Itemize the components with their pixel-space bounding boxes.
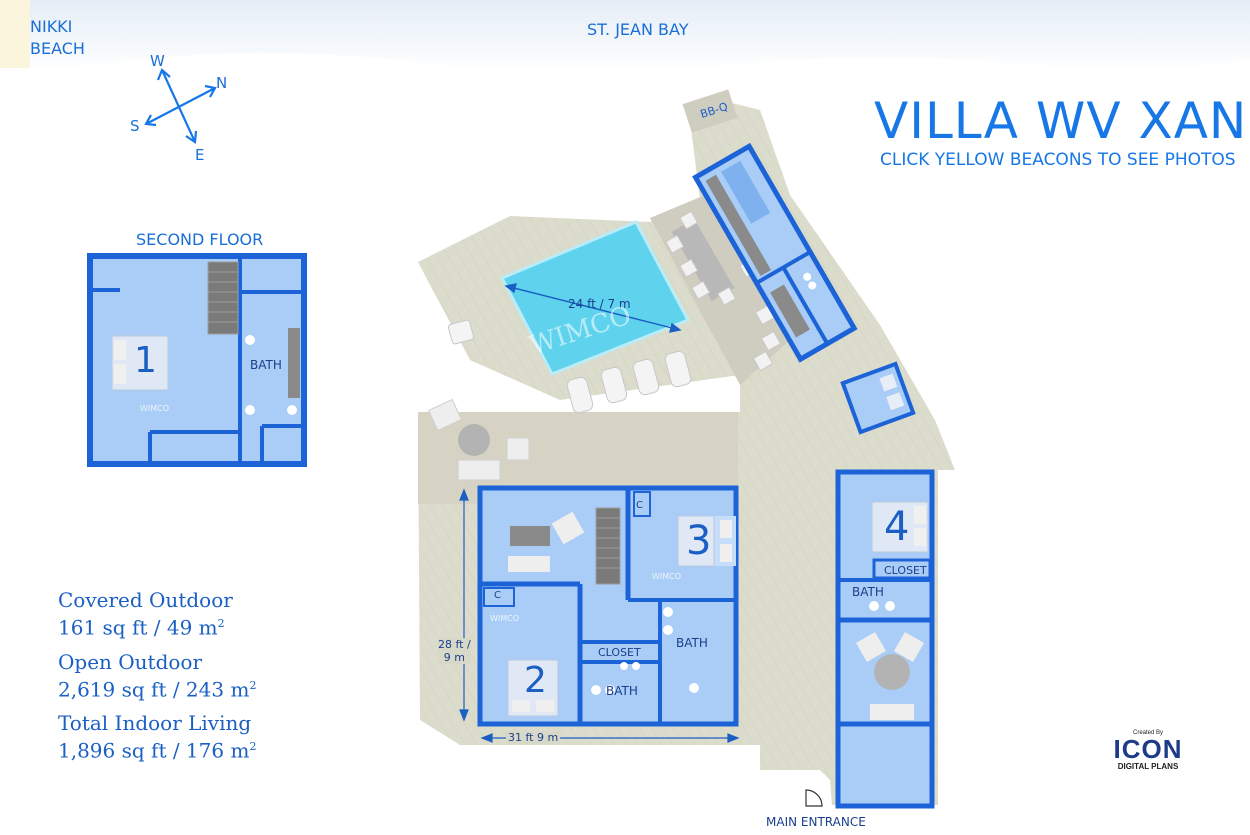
entrance-door-icon <box>805 789 823 807</box>
logo-sub: DIGITAL PLANS <box>1117 762 1179 771</box>
closet-c-label-1: C <box>636 500 643 511</box>
bay-label: ST. JEAN BAY <box>587 20 689 39</box>
logo-created-by: Created By <box>1132 730 1163 736</box>
icon-digital-plans-logo: Created By ICON DIGITAL PLANS <box>1108 730 1188 778</box>
height-dimension-line1: 28 ft / <box>438 638 471 651</box>
pool-loungers <box>447 319 692 414</box>
stat-value-row: 161 sq ft / 49 m2 <box>58 612 256 640</box>
closet-c-label-2: C <box>494 590 501 601</box>
compass-n-label: N <box>216 74 228 92</box>
bedroom-2-number: 2 <box>524 660 547 701</box>
beach-label-line1: NIKKI <box>30 17 73 36</box>
compass-e-label: E <box>195 146 205 164</box>
pool-dimension-arrow <box>504 283 682 333</box>
watermark-bedroom-2: WIMCO <box>490 614 520 623</box>
watermark-bedroom-3: WIMCO <box>652 572 682 581</box>
outdoor-lounge-furniture <box>427 398 530 481</box>
bbq-pad <box>682 89 738 133</box>
sea-area <box>0 0 1250 73</box>
area-stats: Covered Outdoor 161 sq ft / 49 m2 Open O… <box>58 588 256 773</box>
pool-house <box>692 142 858 363</box>
stairs-upper <box>207 261 239 335</box>
stat-covered-outdoor: Covered Outdoor 161 sq ft / 49 m2 <box>58 588 256 640</box>
stat-value: 2,619 sq ft / 243 m <box>58 677 250 702</box>
stat-unit-sup: 2 <box>217 617 225 630</box>
stat-value-row: 2,619 sq ft / 243 m2 <box>58 674 257 702</box>
stat-open-outdoor: Open Outdoor 2,619 sq ft / 243 m2 <box>58 650 256 702</box>
stat-name: Open Outdoor <box>58 649 203 674</box>
bedroom-3-number: 3 <box>686 518 712 564</box>
stat-unit-sup: 2 <box>249 740 257 754</box>
pool-dimension-label: 24 ft / 7 m <box>568 297 631 311</box>
stat-value-row: 1,896 sq ft / 176 m2 <box>58 735 256 763</box>
width-dimension-label: 31 ft 9 m <box>506 731 561 744</box>
second-floor-plan <box>87 253 307 467</box>
compass-w-label: W <box>150 52 165 70</box>
beach-label-line2: BEACH <box>30 39 85 58</box>
villa-title: VILLA WV XAN <box>874 92 1248 150</box>
bath-label-east: BATH <box>852 585 884 599</box>
east-house <box>835 469 935 809</box>
stat-name: Covered Outdoor <box>58 588 233 612</box>
closet-label-east: CLOSET <box>884 564 927 577</box>
logo-brand: ICON <box>1113 734 1183 764</box>
height-dimension-label: 28 ft / 9 m <box>438 638 471 664</box>
beach-label: NIKKI BEACH <box>30 16 85 60</box>
swimming-pool <box>499 220 691 376</box>
bath-label-main-1: BATH <box>676 636 708 650</box>
stat-total-indoor: Total Indoor Living 1,896 sq ft / 176 m2 <box>58 711 256 763</box>
stat-unit-sup: 2 <box>249 678 257 692</box>
beach-sand <box>0 0 30 68</box>
compass-rose <box>144 68 217 144</box>
second-floor-label: SECOND FLOOR <box>136 230 264 249</box>
closet-label-main: CLOSET <box>598 646 641 659</box>
bedroom-4-number: 4 <box>884 504 910 550</box>
outdoor-daybed <box>840 361 916 435</box>
bedroom-1-number: 1 <box>134 340 157 381</box>
stat-value: 1,896 sq ft / 176 m <box>58 738 250 763</box>
compass-s-label: S <box>130 117 140 135</box>
main-entrance-label: MAIN ENTRANCE <box>766 815 866 829</box>
stat-value: 161 sq ft / 49 m <box>58 615 218 640</box>
bath-label-main-2: BATH <box>606 684 638 698</box>
stat-name: Total Indoor Living <box>58 711 252 736</box>
stairs-main <box>595 507 621 585</box>
watermark-second-floor: WIMCO <box>140 404 170 413</box>
villa-subtitle: CLICK YELLOW BEACONS TO SEE PHOTOS <box>880 150 1236 170</box>
height-dimension-line2: 9 m <box>443 651 465 664</box>
bath-label-upper: BATH <box>250 358 282 372</box>
main-house <box>477 485 739 727</box>
